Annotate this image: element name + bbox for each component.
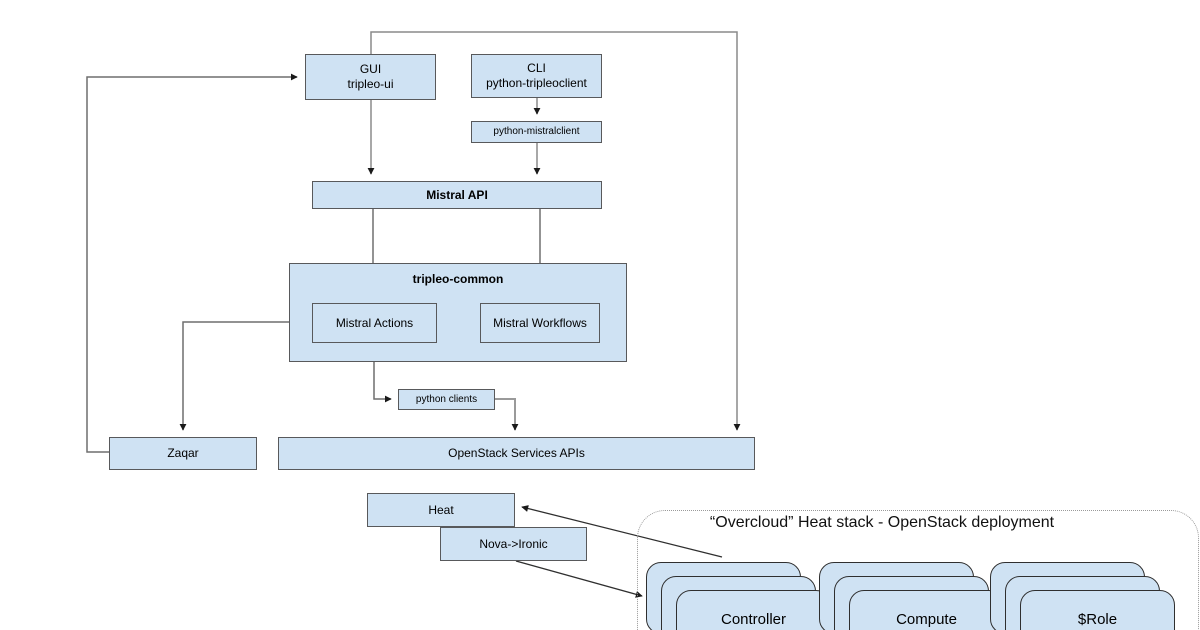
python-mistralclient-label: python-mistralclient <box>493 126 580 137</box>
compute-nodes-label: Compute <box>896 611 957 628</box>
zaqar-label: Zaqar <box>167 446 199 460</box>
zaqar-node: Zaqar <box>109 437 257 470</box>
nova-ironic-label: Nova->Ironic <box>479 536 548 551</box>
nova-ironic-node: Nova->Ironic <box>440 527 587 561</box>
mistral-workflows-node: Mistral Workflows <box>480 303 600 343</box>
openstack-services-apis-node: OpenStack Services APIs <box>278 437 755 470</box>
mistral-actions-node: Mistral Actions <box>312 303 437 343</box>
mistral-actions-label: Mistral Actions <box>335 315 414 330</box>
heat-node: Heat <box>367 493 515 527</box>
heat-label: Heat <box>428 502 454 517</box>
tripleo-common-label: tripleo-common <box>412 272 504 286</box>
python-clients-label: python clients <box>415 393 478 405</box>
mistral-api-label: Mistral API <box>426 187 488 202</box>
controller-nodes-card: Controller Nodes <box>676 590 831 630</box>
compute-nodes-card: Compute Nodes <box>849 590 1004 630</box>
mistral-workflows-label: Mistral Workflows <box>493 315 587 330</box>
role-nodes-label: $Role <box>1077 611 1118 628</box>
edge-python-clients-to-openstack-apis <box>495 398 519 431</box>
role-nodes-card: $Role Nodes <box>1020 590 1175 630</box>
openstack-services-apis-label: OpenStack Services APIs <box>448 446 585 460</box>
mistral-api-node: Mistral API <box>312 181 602 209</box>
overcloud-title: “Overcloud” Heat stack - OpenStack deplo… <box>709 514 1055 531</box>
edge-nova-ironic-to-overcloud <box>515 560 643 598</box>
edge-zaqar-to-gui <box>86 73 298 453</box>
gui-node: GUI tripleo-ui <box>305 54 436 100</box>
python-clients-node: python clients <box>398 389 495 410</box>
overcloud-container <box>637 510 1199 630</box>
gui-node-title: GUI <box>359 62 382 76</box>
cli-node-subtitle: python-tripleoclient <box>486 76 587 90</box>
python-mistralclient-node: python-mistralclient <box>471 121 602 143</box>
gui-node-subtitle: tripleo-ui <box>347 77 394 91</box>
cli-node-title: CLI <box>527 61 546 75</box>
controller-nodes-label: Controller <box>720 611 787 628</box>
cli-node: CLI python-tripleoclient <box>471 54 602 98</box>
